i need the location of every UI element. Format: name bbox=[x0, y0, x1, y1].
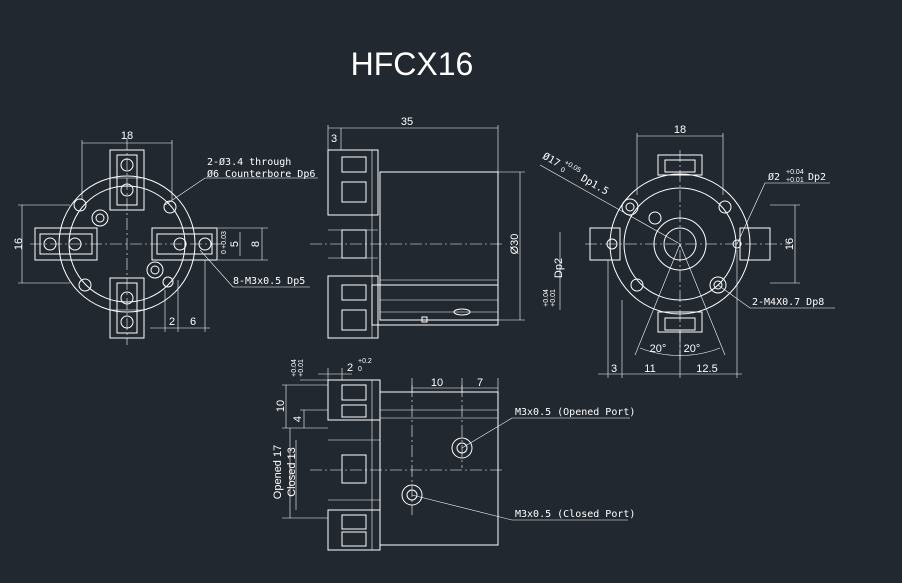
drawing-title: HFCX16 bbox=[351, 46, 474, 82]
front-hole-label-1: 2-Ø3.4 through bbox=[207, 156, 291, 168]
rear-dia17-depth: Dp1.5 bbox=[579, 173, 611, 198]
bottom-dim-closed: Closed 13 bbox=[286, 447, 298, 497]
rear-dia17-tol-upper: +0.05 bbox=[563, 159, 582, 174]
front-dim-height: 16 bbox=[13, 238, 25, 250]
front-dim-8: 8 bbox=[250, 241, 262, 247]
front-tol-upper: +0.03 bbox=[221, 231, 228, 249]
rear-dia17-label: Ø17 bbox=[541, 150, 563, 169]
rear-dim-3: 3 bbox=[611, 363, 617, 375]
front-tol-lower: 0 bbox=[221, 250, 228, 254]
bottom-dim-opened: Opened 17 bbox=[272, 445, 284, 499]
front-dim-5: 5 bbox=[229, 241, 241, 247]
rear-pin-tol-lower: +0.01 bbox=[786, 177, 804, 184]
side-tol-upper: +0.04 bbox=[543, 289, 550, 307]
bottom-dim-10v: 10 bbox=[275, 400, 287, 412]
rear-dim-11: 11 bbox=[644, 363, 655, 375]
rear-dim-16: 16 bbox=[784, 238, 796, 250]
bottom-port-closed: M3x0.5 (Closed Port) bbox=[515, 509, 635, 520]
side-view: 35 3 Ø30 bbox=[310, 116, 525, 339]
side-dim-dia30: Ø30 bbox=[509, 234, 521, 255]
bottom-tol-lower: +0.01 bbox=[298, 359, 305, 377]
rear-angle-left: 20° bbox=[650, 343, 667, 355]
bottom-port-open: M3x0.5 (Opened Port) bbox=[515, 407, 635, 418]
side-tol-lower: +0.01 bbox=[550, 289, 557, 307]
bottom-dim-7: 7 bbox=[477, 377, 483, 389]
front-dim-6: 6 bbox=[190, 316, 196, 328]
rear-dia17-tol-lower: 0 bbox=[559, 166, 566, 174]
front-view: 18 16 2 6 8 5 +0.03 0 2-Ø3.4 through Ø6 … bbox=[13, 130, 318, 345]
bottom-dim-4: 4 bbox=[292, 416, 304, 422]
bottom-view: 10 7 2 +0.2 0 +0.04 +0.01 10 4 Opened 17… bbox=[272, 358, 635, 551]
rear-thread-label: 2-M4X0.7 Dp8 bbox=[752, 297, 824, 308]
front-dim-2: 2 bbox=[169, 316, 175, 328]
rear-pin-label: Ø2 bbox=[768, 171, 780, 183]
side-dim-35: 35 bbox=[401, 116, 413, 128]
front-dim-width: 18 bbox=[121, 130, 133, 142]
rear-pin-depth: Dp2 bbox=[808, 172, 826, 183]
bottom-tol-upper: +0.04 bbox=[291, 359, 298, 377]
side-tolerance: Dp2 +0.04 +0.01 bbox=[543, 232, 565, 310]
bottom-dim-10h: 10 bbox=[431, 377, 443, 389]
side-dim-dp2: Dp2 bbox=[553, 258, 565, 278]
front-hole-label-2: Ø6 Counterbore Dp6 bbox=[207, 168, 315, 180]
bottom-dim-2: 2 bbox=[347, 362, 353, 374]
rear-view: 20° 20° 18 16 3 11 12.5 Ø17 +0.05 0 Dp1.… bbox=[539, 124, 835, 378]
side-dim-3: 3 bbox=[331, 133, 337, 145]
bottom-dim-2-tol-upper: +0.2 bbox=[358, 358, 372, 365]
rear-dim-12-5: 12.5 bbox=[696, 363, 717, 375]
rear-pin-tol-upper: +0.04 bbox=[786, 169, 804, 176]
bottom-dim-2-tol-lower: 0 bbox=[358, 366, 362, 373]
rear-dim-18: 18 bbox=[674, 124, 686, 136]
front-thread-label: 8-M3x0.5 Dp5 bbox=[233, 276, 305, 287]
rear-angle-right: 20° bbox=[684, 343, 701, 355]
